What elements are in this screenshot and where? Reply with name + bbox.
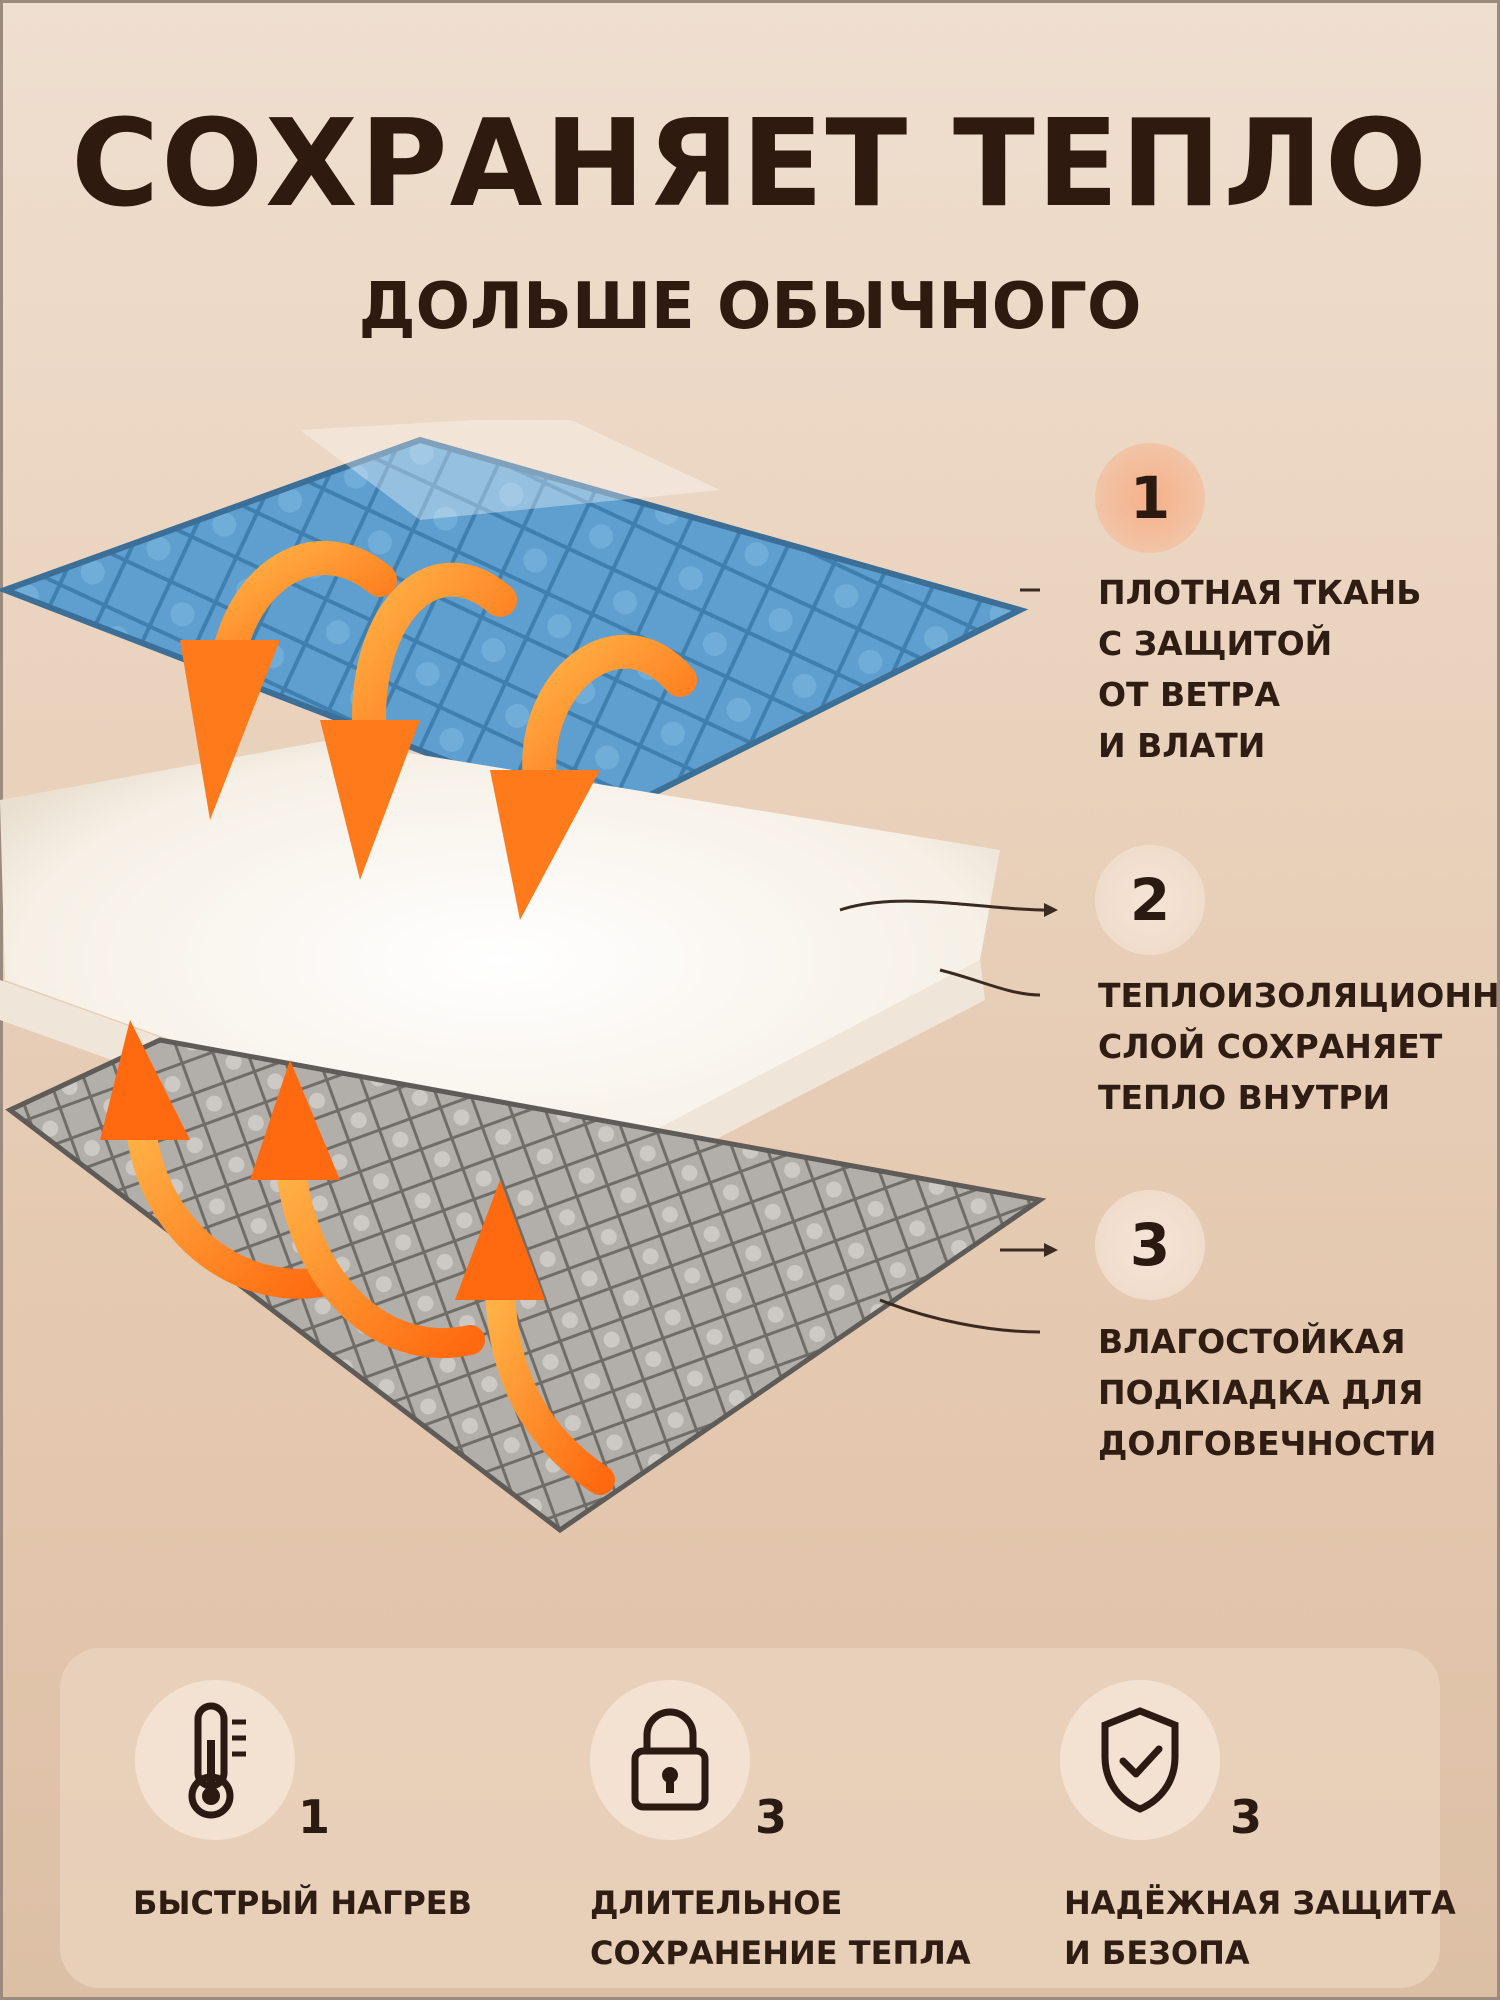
benefit-1-number: 1 <box>298 1790 331 1844</box>
page-title: СОХРАНЯЕТ ТЕПЛО <box>71 95 1429 234</box>
layer-1-badge: 1 <box>1095 443 1205 553</box>
benefit-2-label: ДЛИТЕЛЬНОЕ СОХРАНЕНИЕ ТЕПЛА <box>590 1878 971 1978</box>
benefit-2-number: 3 <box>755 1790 788 1844</box>
callout-arrowheads <box>1044 903 1058 1257</box>
arrowheads-down <box>180 640 600 920</box>
callout-lines <box>839 588 1051 1334</box>
benefit-1-line: БЫСТРЫЙ НАГРЕВ <box>133 1884 473 1922</box>
benefit-3-number: 3 <box>1230 1790 1263 1844</box>
lock-icon <box>590 1680 750 1840</box>
layer-3-line: ВЛАГОСТОЙКАЯ <box>1098 1322 1406 1361</box>
layer-1-description: ПЛОТНАЯ ТКАНЬ С ЗАЩИТОЙ ОТ ВЕТРА И ВЛАТИ <box>1098 567 1421 771</box>
layer-1-line: И ВЛАТИ <box>1098 726 1266 765</box>
layer-2-badge: 2 <box>1095 845 1205 955</box>
benefit-2-line: ДЛИТЕЛЬНОЕ <box>590 1884 843 1922</box>
layer-3-line: ДОЛГОВЕЧНОСТИ <box>1098 1424 1437 1463</box>
layer-2-description: ТЕПЛОИЗОЛЯЦИОННЫЙ СЛОЙ СОХРАНЯЕТ ТЕПЛО В… <box>1098 970 1500 1123</box>
layer-3-badge: 3 <box>1095 1190 1205 1300</box>
thermometer-icon <box>135 1680 295 1840</box>
layer-2-line: ТЕПЛО ВНУТРИ <box>1098 1078 1391 1117</box>
benefit-3-line: НАДЁЖНАЯ ЗАЩИТА <box>1064 1884 1456 1922</box>
benefit-1-label: БЫСТРЫЙ НАГРЕВ <box>133 1878 472 1928</box>
heat-arrows-up <box>125 1105 615 1495</box>
layer-1-line: С ЗАЩИТОЙ <box>1098 624 1333 663</box>
layer-2-line: ТЕПЛОИЗОЛЯЦИОННЫЙ <box>1098 976 1500 1015</box>
outer-fabric-layer <box>0 420 1029 824</box>
layer-3-line: ПОДКIАДКА ДЛЯ <box>1098 1373 1424 1412</box>
layer-2-line: СЛОЙ СОХРАНЯЕТ <box>1098 1027 1443 1066</box>
benefit-3-label: НАДЁЖНАЯ ЗАЩИТА И БЕЗОПА <box>1064 1878 1456 1978</box>
benefit-2-line: СОХРАНЕНИЕ ТЕПЛА <box>590 1934 971 1972</box>
layer-1-line: ПЛОТНАЯ ТКАНЬ <box>1098 573 1422 612</box>
layer-3-description: ВЛАГОСТОЙКАЯ ПОДКIАДКА ДЛЯ ДОЛГОВЕЧНОСТИ <box>1098 1316 1436 1469</box>
benefits-panel <box>60 1648 1440 1988</box>
layer-1-line: ОТ ВЕТРА <box>1098 675 1280 714</box>
benefit-3-line: И БЕЗОПА <box>1064 1934 1250 1972</box>
arrowheads-up <box>100 1020 545 1300</box>
shield-check-icon <box>1060 1680 1220 1840</box>
page-subtitle: ДОЛЬШЕ ОБЫЧНОГО <box>358 270 1142 344</box>
layers-illustration <box>0 420 1058 1534</box>
heat-arrows-down <box>213 540 697 797</box>
